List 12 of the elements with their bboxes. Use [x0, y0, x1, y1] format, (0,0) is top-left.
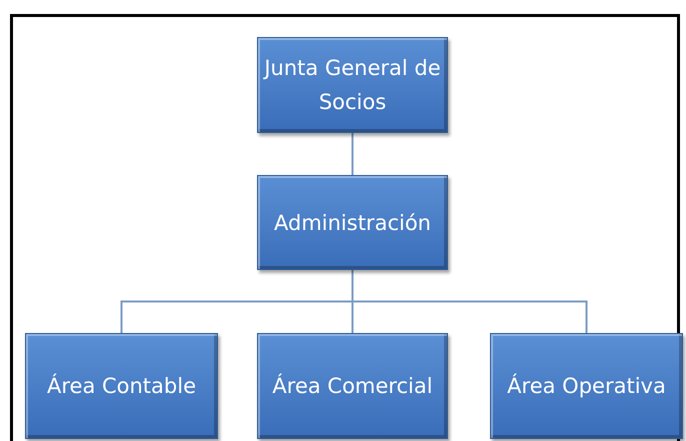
- org-box: [257, 333, 448, 439]
- org-box: [25, 333, 218, 439]
- box-label: Junta General de Socios: [262, 55, 442, 116]
- box-label: Área Contable: [46, 372, 196, 400]
- connector-line: [352, 270, 588, 333]
- box-label: Área Comercial: [272, 372, 433, 400]
- org-box: [490, 333, 683, 439]
- box-label: Administración: [274, 210, 431, 236]
- box-label: Área Operativa: [507, 372, 666, 400]
- connector-line: [352, 133, 354, 175]
- org-box: [257, 175, 448, 270]
- org-box: [257, 37, 448, 133]
